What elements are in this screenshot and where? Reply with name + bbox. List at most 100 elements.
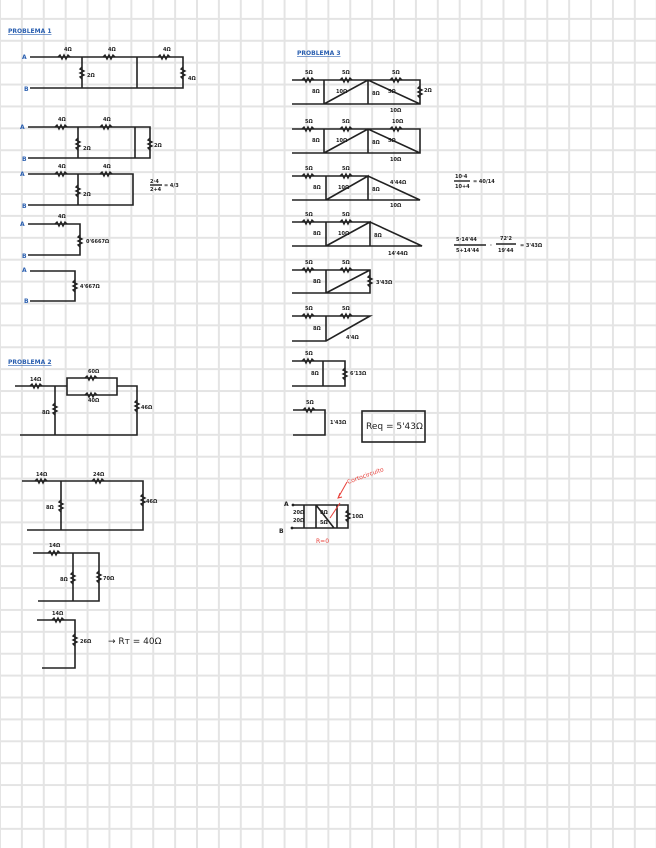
p3-circuit-8: 5Ω 1'43Ω	[293, 400, 347, 436]
svg-text:8Ω: 8Ω	[313, 231, 321, 237]
equivalent-resistance-box: Req = 5'43Ω	[361, 410, 426, 443]
svg-text:2·4: 2·4	[150, 179, 159, 185]
p1-circuit-3: A B 4Ω 4Ω 2Ω 2·4 2+4 = 4/3	[20, 164, 179, 210]
svg-text:4Ω: 4Ω	[64, 47, 72, 53]
svg-text:= 40/14: = 40/14	[473, 179, 495, 185]
svg-text:24Ω: 24Ω	[93, 472, 105, 478]
svg-text:10·4: 10·4	[455, 174, 468, 180]
svg-text:= 4/3: = 4/3	[164, 183, 179, 189]
svg-text:5Ω: 5Ω	[305, 260, 313, 266]
svg-text:5Ω: 5Ω	[342, 212, 350, 218]
p3-circuit-2: 5Ω 5Ω 10Ω 8Ω 10Ω 8Ω 5Ω 10Ω	[292, 119, 421, 163]
svg-text:5Ω: 5Ω	[342, 260, 350, 266]
svg-text:·: ·	[490, 243, 492, 249]
svg-text:3'43Ω: 3'43Ω	[376, 280, 393, 286]
svg-text:5Ω: 5Ω	[306, 400, 314, 406]
svg-text:5Ω: 5Ω	[305, 119, 313, 125]
svg-text:8Ω: 8Ω	[372, 140, 380, 146]
svg-text:B: B	[22, 156, 27, 163]
svg-text:10Ω: 10Ω	[390, 157, 402, 163]
svg-text:46Ω: 46Ω	[141, 405, 153, 411]
svg-text:20Ω: 20Ω	[293, 510, 305, 516]
svg-text:5·14'44: 5·14'44	[456, 237, 477, 243]
svg-text:A: A	[22, 54, 27, 61]
p1-circuit-4: A B 4Ω 0'6667Ω	[20, 214, 110, 260]
svg-text:Req = 5'43Ω: Req = 5'43Ω	[366, 422, 423, 432]
svg-text:10Ω: 10Ω	[390, 108, 402, 114]
problem1-title: PROBLEMA 1	[8, 28, 52, 35]
svg-text:A: A	[22, 267, 27, 274]
svg-text:8Ω: 8Ω	[60, 577, 68, 583]
svg-text:14Ω: 14Ω	[52, 611, 64, 617]
svg-text:0'6667Ω: 0'6667Ω	[86, 239, 110, 245]
svg-text:14'44Ω: 14'44Ω	[388, 251, 408, 257]
svg-text:5Ω: 5Ω	[342, 166, 350, 172]
svg-text:5Ω: 5Ω	[342, 119, 350, 125]
svg-text:5Ω: 5Ω	[305, 351, 313, 357]
svg-text:2Ω: 2Ω	[83, 192, 91, 198]
svg-text:5Ω: 5Ω	[305, 212, 313, 218]
svg-text:10Ω: 10Ω	[352, 514, 364, 520]
svg-text:A: A	[20, 221, 25, 228]
svg-text:B: B	[22, 203, 27, 210]
svg-text:10Ω: 10Ω	[336, 138, 348, 144]
svg-text:5Ω: 5Ω	[320, 520, 328, 526]
svg-text:8Ω: 8Ω	[312, 138, 320, 144]
svg-text:8Ω: 8Ω	[313, 326, 321, 332]
svg-text:14Ω: 14Ω	[36, 472, 48, 478]
svg-text:70Ω: 70Ω	[103, 576, 115, 582]
svg-text:5Ω: 5Ω	[305, 166, 313, 172]
svg-text:A: A	[20, 171, 25, 178]
svg-text:4Ω: 4Ω	[58, 117, 66, 123]
svg-text:4Ω: 4Ω	[163, 47, 171, 53]
svg-text:4'667Ω: 4'667Ω	[80, 284, 100, 290]
problem2-title: PROBLEMA 2	[8, 359, 52, 366]
svg-text:2Ω: 2Ω	[424, 88, 432, 94]
svg-text:4Ω: 4Ω	[103, 117, 111, 123]
svg-text:5Ω: 5Ω	[388, 138, 396, 144]
svg-text:8Ω: 8Ω	[311, 371, 319, 377]
svg-text:4Ω: 4Ω	[58, 214, 66, 220]
svg-text:4Ω: 4Ω	[58, 164, 66, 170]
svg-text:10Ω: 10Ω	[392, 119, 404, 125]
svg-text:2Ω: 2Ω	[154, 143, 162, 149]
svg-text:14Ω: 14Ω	[30, 377, 42, 383]
svg-text:72'2: 72'2	[500, 236, 512, 242]
svg-text:1'43Ω: 1'43Ω	[330, 420, 347, 426]
svg-text:10Ω: 10Ω	[390, 203, 402, 209]
p1-circuit-5: A B 4'667Ω	[22, 267, 100, 305]
svg-text:5+14'44: 5+14'44	[456, 248, 480, 254]
total-resistance-result: → Rт = 40Ω	[108, 637, 162, 647]
svg-text:B: B	[22, 253, 27, 260]
svg-text:6'13Ω: 6'13Ω	[350, 371, 367, 377]
svg-text:5Ω: 5Ω	[388, 89, 396, 95]
svg-text:4Ω: 4Ω	[103, 164, 111, 170]
zero-resistance-note: R=0	[316, 538, 329, 545]
svg-text:10Ω: 10Ω	[336, 89, 348, 95]
short-circuit-note: Cortocircuito	[346, 466, 385, 486]
svg-text:8Ω: 8Ω	[372, 91, 380, 97]
svg-text:8Ω: 8Ω	[312, 89, 320, 95]
svg-text:2+4: 2+4	[150, 187, 162, 193]
svg-text:10Ω: 10Ω	[338, 185, 350, 191]
svg-text:60Ω: 60Ω	[88, 369, 100, 375]
svg-text:A: A	[284, 501, 289, 508]
p3-circuit-7: 5Ω 8Ω 6'13Ω	[292, 351, 367, 387]
svg-text:4Ω: 4Ω	[188, 76, 196, 82]
svg-text:19'44: 19'44	[498, 248, 514, 254]
svg-text:4Ω: 4Ω	[108, 47, 116, 53]
svg-text:40Ω: 40Ω	[88, 398, 100, 404]
p3-formula-1: 10·4 10+4 = 40/14	[454, 174, 495, 190]
svg-text:A: A	[20, 124, 25, 131]
svg-text:B: B	[24, 86, 29, 93]
